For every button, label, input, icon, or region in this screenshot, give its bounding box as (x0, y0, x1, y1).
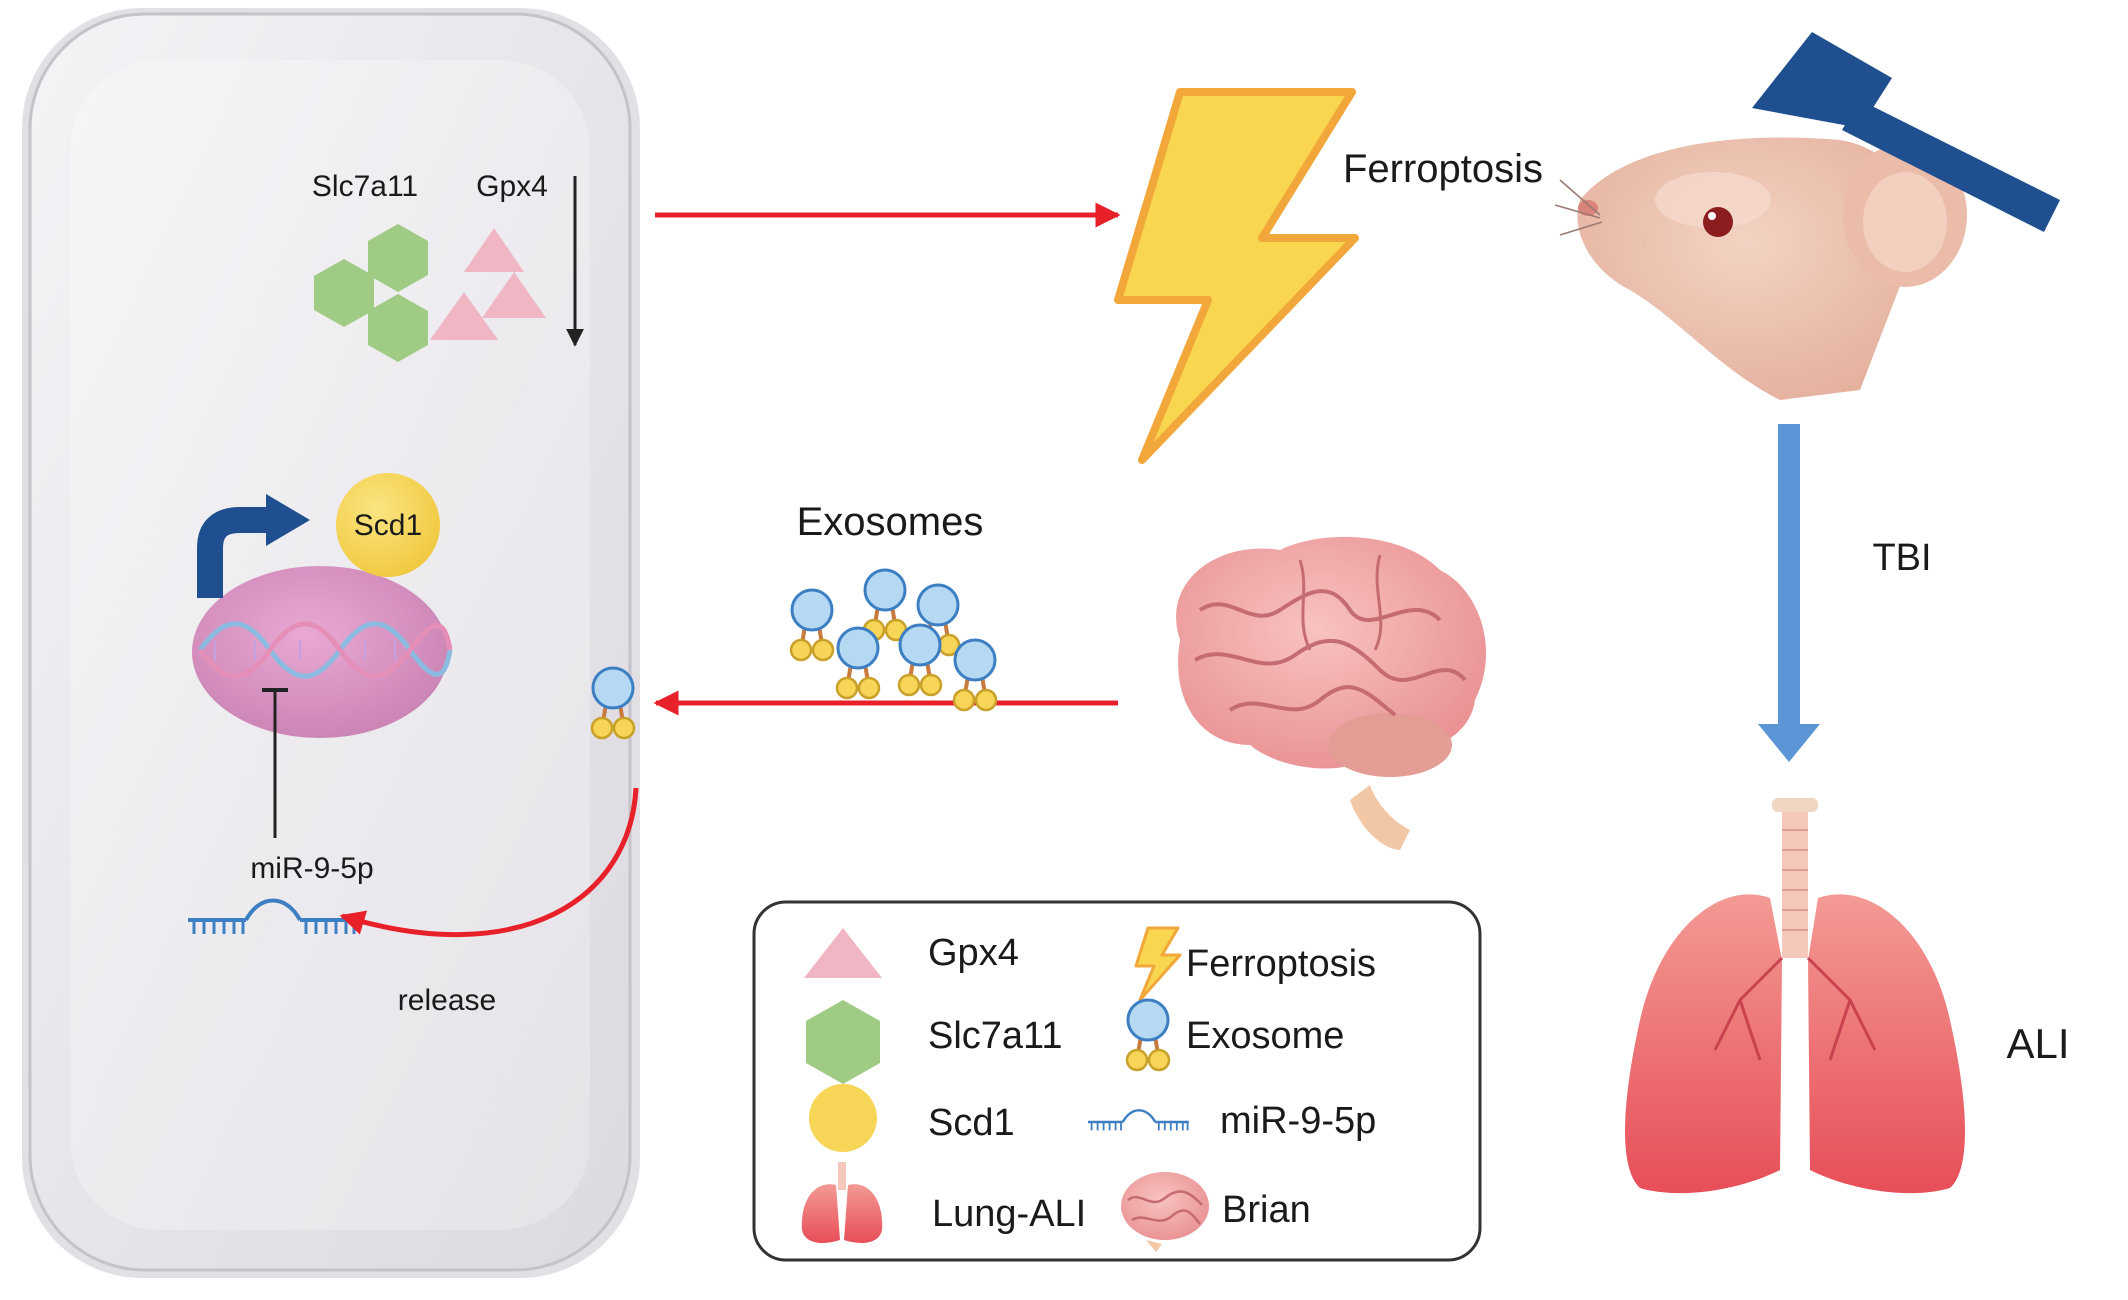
exosome-icon (835, 626, 881, 700)
legend-label-slc7a11: Slc7a11 (928, 1015, 1063, 1057)
exosome-icon (952, 638, 998, 712)
gpx4-triangle-cluster (430, 228, 546, 340)
brain-icon (1176, 536, 1487, 850)
ali-label: ALI (2006, 1020, 2069, 1067)
legend-label-scd1: Scd1 (928, 1102, 1015, 1144)
lung-icon (801, 1162, 883, 1243)
slc7a11-hexagon-cluster (314, 224, 428, 362)
legend-label-gpx4: Gpx4 (928, 932, 1019, 974)
green-hexagon-icon (806, 1000, 880, 1084)
exosome-icon (789, 588, 835, 662)
scd1-label: Scd1 (354, 509, 422, 542)
release-label: release (398, 984, 496, 1017)
exosomes-label: Exosomes (797, 500, 984, 544)
transcription-arrow (197, 507, 270, 598)
transcription-arrow-head (266, 494, 310, 546)
legend-label-brian: Brian (1222, 1189, 1311, 1231)
mouse-icon (1554, 137, 1967, 400)
slc7a11-label: Slc7a11 (312, 170, 418, 203)
tbi-label: TBI (1872, 537, 1931, 579)
lightning-bolt-icon (1114, 88, 1359, 464)
brain-icon (1121, 1172, 1209, 1252)
legend-box (752, 900, 1482, 1262)
legend-label-mirna: miR-9-5p (1220, 1100, 1376, 1142)
legend-label-exosome: Exosome (1186, 1015, 1344, 1057)
exosome-cluster (789, 568, 998, 712)
exosome-at-membrane-icon (590, 666, 636, 740)
mirna-label: miR-9-5p (250, 852, 373, 885)
ferroptosis-label: Ferroptosis (1343, 147, 1543, 191)
tbi-arrow-head (1758, 724, 1820, 762)
lungs-icon (1625, 798, 1965, 1194)
exosome-icon (897, 623, 943, 697)
gpx4-label: Gpx4 (476, 170, 548, 203)
legend-label-lung-ali: Lung-ALI (932, 1193, 1086, 1235)
exosome-icon (1125, 998, 1171, 1072)
tbi-arrow-shaft (1778, 424, 1800, 724)
hammer-icon (1752, 32, 2060, 232)
yellow-circle-icon (809, 1084, 877, 1152)
nucleus (192, 566, 453, 738)
release-arrow (339, 787, 639, 938)
lightning-bolt-icon (1134, 926, 1182, 1002)
pink-triangle-icon (804, 928, 882, 978)
legend-label-ferroptosis: Ferroptosis (1186, 943, 1376, 985)
exosome-icon (862, 568, 908, 642)
scd1-circle (336, 473, 440, 577)
